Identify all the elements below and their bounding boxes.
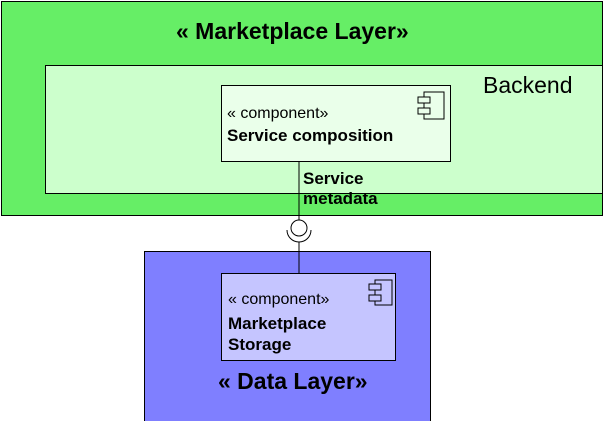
storage-component-name-line2: Storage [228,335,292,354]
service-composition-component [221,85,451,162]
marketplace-storage-component [221,273,396,361]
storage-component-name-line1: Marketplace [228,314,327,333]
interface-label-line2: metadata [303,189,378,208]
data-layer-title: « Data Layer» [218,368,368,394]
service-component-name: Service composition [227,126,394,145]
backend-label: Backend [483,72,573,98]
marketplace-layer-title: « Marketplace Layer» [176,18,409,44]
provided-interface-ball-icon [290,219,308,237]
service-component-stereotype: « component» [227,105,329,122]
storage-component-icon [368,279,393,306]
interface-label-line1: Service [303,169,364,188]
service-component-icon [417,91,445,120]
storage-component-stereotype: « component» [228,291,330,308]
